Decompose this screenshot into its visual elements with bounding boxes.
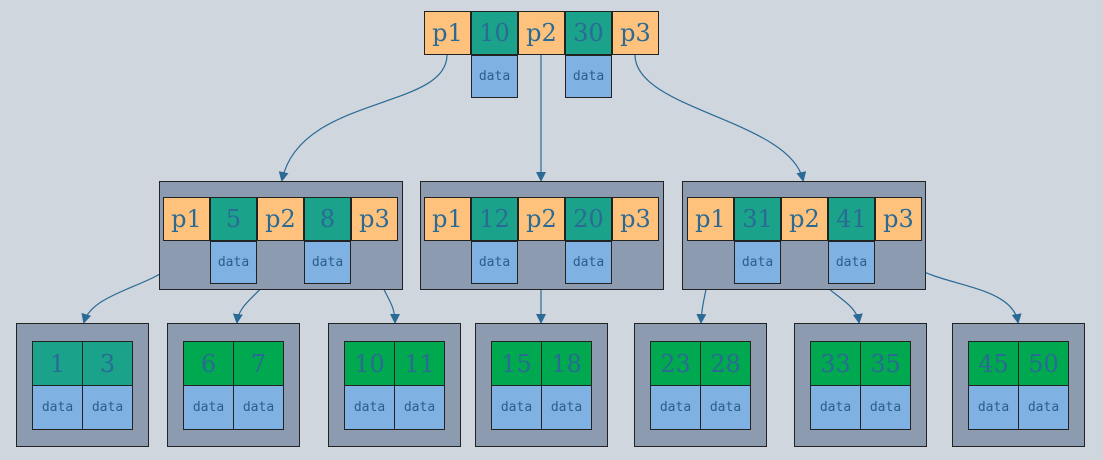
leaf-node-3-data-1: data [344, 385, 395, 430]
leaf-node-7-key-1: 45 [968, 341, 1019, 386]
internal-node-2-data-2: data [565, 241, 612, 284]
internal-node-3-key-1: 31 [734, 197, 781, 241]
leaf-node-2-data-2: data [233, 385, 284, 430]
root-data-2: data [565, 55, 612, 98]
internal-node-2-pointer-3: p3 [612, 197, 659, 241]
leaf-node-7-data-1: data [968, 385, 1019, 430]
internal-node-1-data-2: data [304, 241, 351, 284]
leaf-node-3-key-2: 11 [394, 341, 445, 386]
link-root-p1 [278, 54, 448, 182]
root-pointer-1: p1 [424, 11, 471, 55]
leaf-node-4-key-1: 15 [491, 341, 542, 386]
leaf-node-2-key-2: 7 [233, 341, 284, 386]
internal-node-3-data-1: data [734, 241, 781, 284]
root-key-2: 30 [565, 11, 612, 55]
internal-node-1-pointer-3: p3 [351, 197, 398, 241]
internal-node-3-pointer-2: p2 [781, 197, 828, 241]
internal-node-1-key-1: 5 [210, 197, 257, 241]
leaf-node-7-key-2: 50 [1018, 341, 1069, 386]
internal-node-2-pointer-2: p2 [518, 197, 565, 241]
leaf-node-4-data-1: data [491, 385, 542, 430]
internal-node-3-pointer-1: p1 [687, 197, 734, 241]
leaf-node-1-key-2: 3 [82, 341, 133, 386]
internal-node-3-key-2: 41 [828, 197, 875, 241]
leaf-node-5-data-2: data [700, 385, 751, 430]
leaf-node-6-key-2: 35 [860, 341, 911, 386]
leaf-node-3-data-2: data [394, 385, 445, 430]
root-pointer-2: p2 [518, 11, 565, 55]
internal-node-1-key-2: 8 [304, 197, 351, 241]
leaf-node-5-key-2: 28 [700, 341, 751, 386]
leaf-node-1-key-1: 1 [32, 341, 83, 386]
leaf-node-6-data-2: data [860, 385, 911, 430]
internal-node-1-pointer-1: p1 [163, 197, 210, 241]
leaf-node-4-data-2: data [541, 385, 592, 430]
internal-node-3-data-2: data [828, 241, 875, 284]
leaf-node-2-key-1: 6 [183, 341, 234, 386]
leaf-node-5-data-1: data [650, 385, 701, 430]
leaf-node-3-key-1: 10 [344, 341, 395, 386]
leaf-node-4-key-2: 18 [541, 341, 592, 386]
leaf-node-1-data-2: data [82, 385, 133, 430]
leaf-node-7-data-2: data [1018, 385, 1069, 430]
leaf-node-2-data-1: data [183, 385, 234, 430]
internal-node-1-data-1: data [210, 241, 257, 284]
root-data-1: data [471, 55, 518, 98]
internal-node-2-data-1: data [471, 241, 518, 284]
internal-node-2-pointer-1: p1 [424, 197, 471, 241]
leaf-node-6-data-1: data [810, 385, 861, 430]
link-root-p3 [634, 54, 807, 182]
leaf-node-1-data-1: data [32, 385, 83, 430]
root-pointer-3: p3 [612, 11, 659, 55]
leaf-node-6-key-1: 33 [810, 341, 861, 386]
leaf-node-5-key-1: 23 [650, 341, 701, 386]
internal-node-2-key-1: 12 [471, 197, 518, 241]
internal-node-2-key-2: 20 [565, 197, 612, 241]
internal-node-3-pointer-3: p3 [875, 197, 922, 241]
root-key-1: 10 [471, 11, 518, 55]
internal-node-1-pointer-2: p2 [257, 197, 304, 241]
